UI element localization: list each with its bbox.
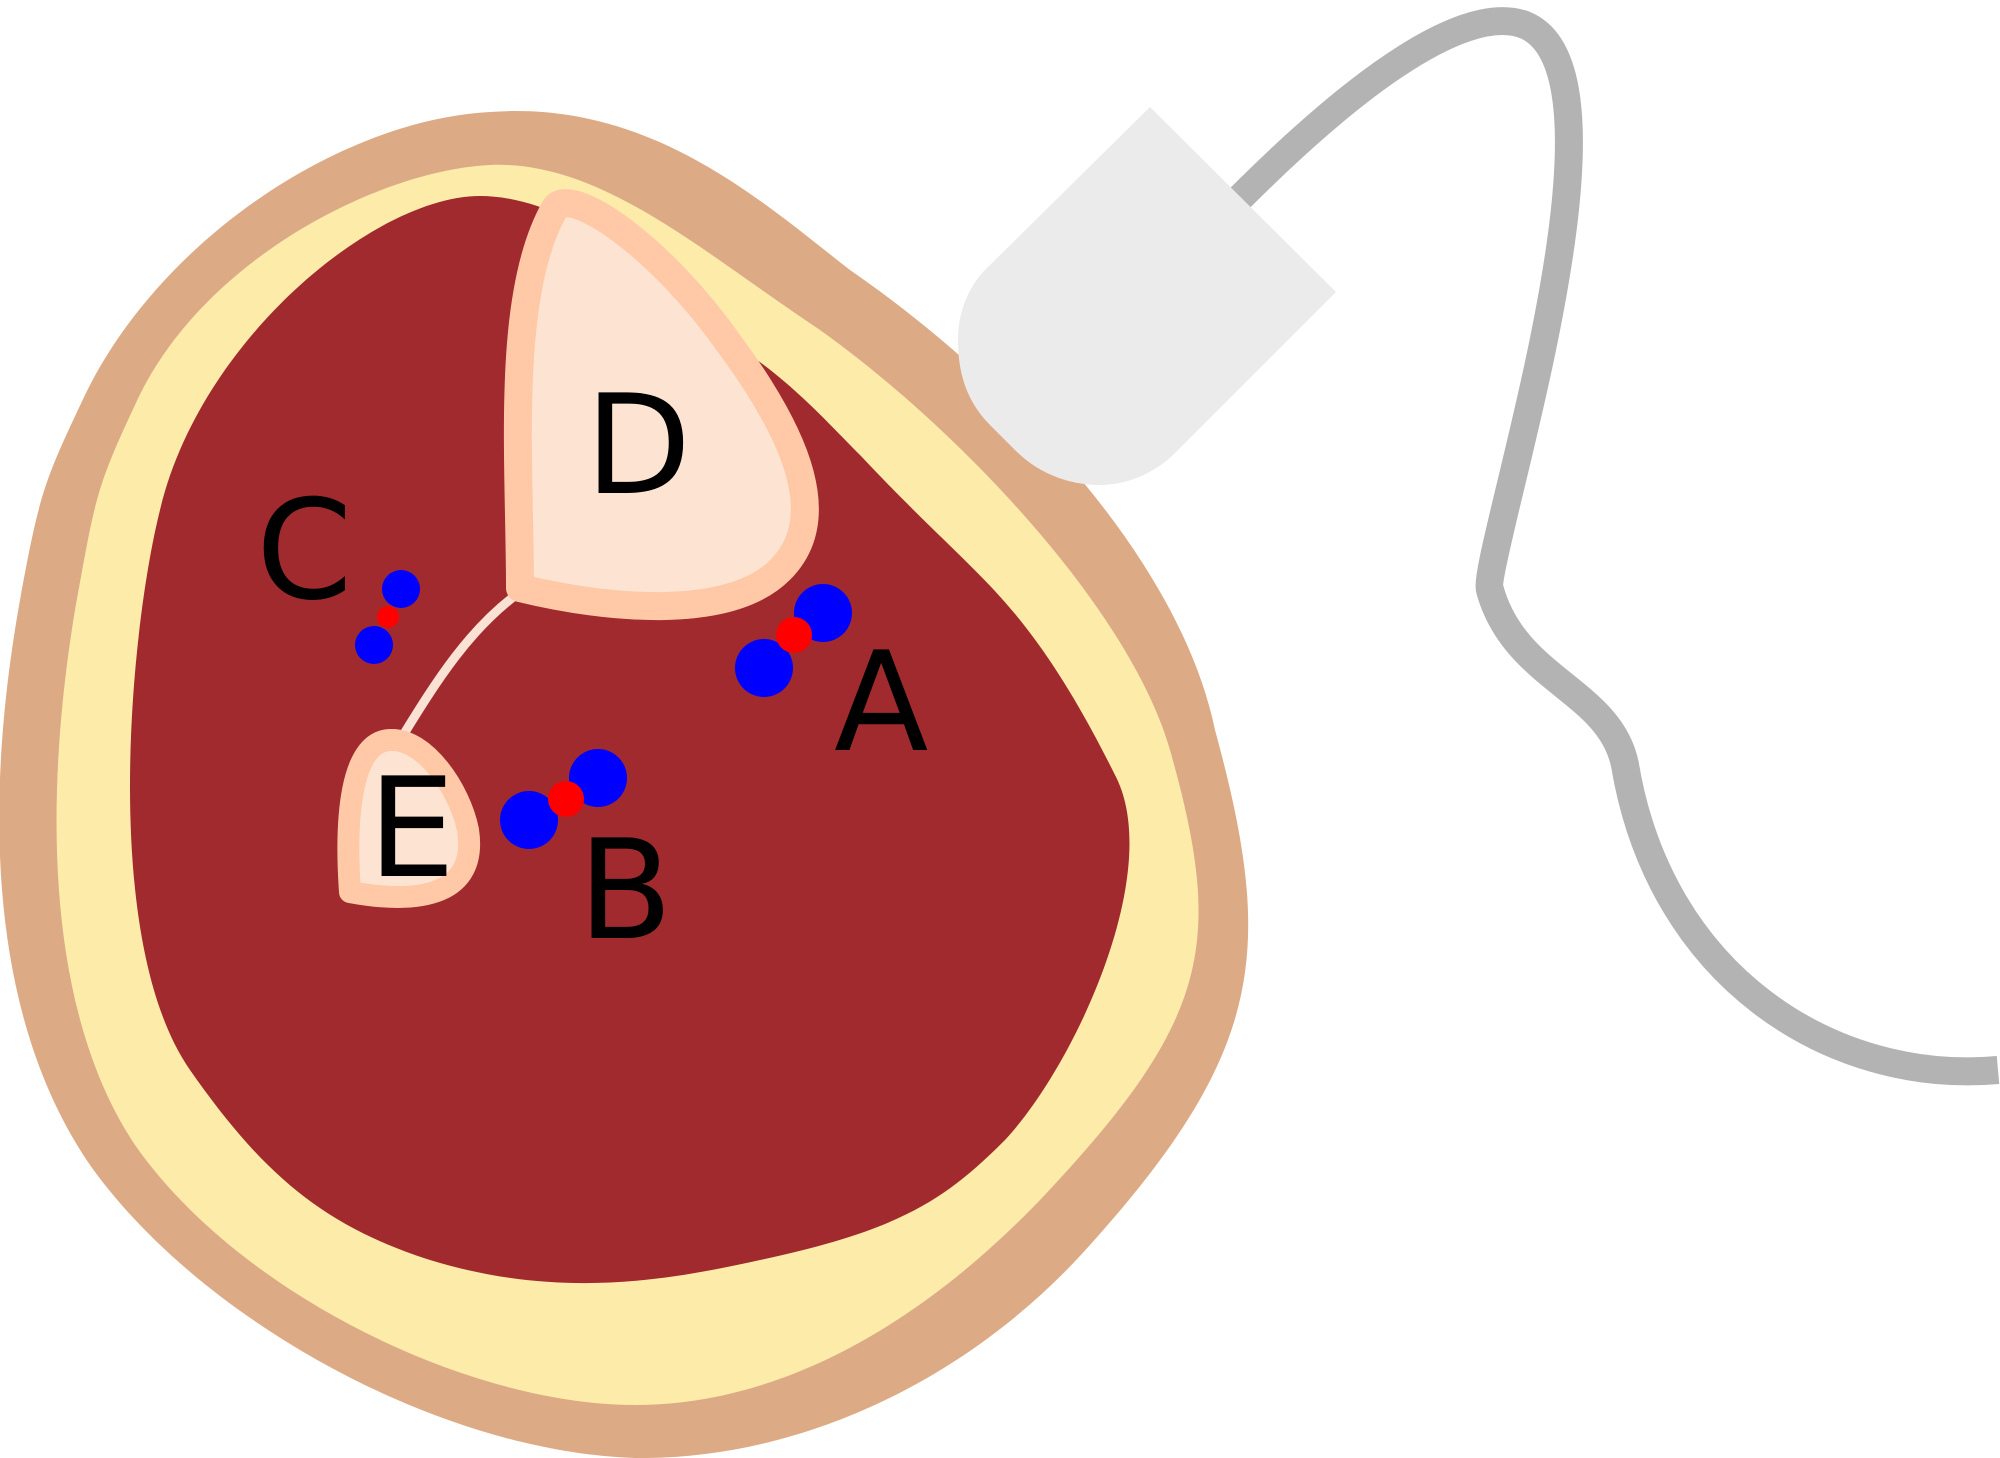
label-e: E — [368, 748, 455, 909]
label-a: A — [834, 622, 928, 783]
vein-b-upper — [569, 749, 627, 807]
artery-b — [548, 781, 584, 817]
vein-b-lower — [500, 791, 558, 849]
vessel-group-c — [355, 570, 420, 664]
vein-a-lower — [735, 639, 793, 697]
vessel-group-a — [735, 584, 852, 697]
artery-a — [776, 617, 812, 653]
vein-c-lower — [355, 626, 393, 664]
bone-e — [337, 729, 481, 908]
bone-d — [503, 189, 819, 621]
connector-line — [397, 587, 525, 742]
probe-cable — [1230, 7, 2000, 1086]
artery-c — [377, 606, 399, 628]
probe-head — [958, 107, 1336, 485]
label-d: D — [585, 365, 691, 526]
label-b: B — [578, 810, 673, 971]
vein-c-upper — [382, 570, 420, 608]
vessel-group-b — [500, 749, 627, 849]
label-c: C — [256, 470, 352, 631]
muscle-tissue — [130, 196, 1130, 1284]
ultrasound-probe-icon — [958, 107, 1336, 485]
